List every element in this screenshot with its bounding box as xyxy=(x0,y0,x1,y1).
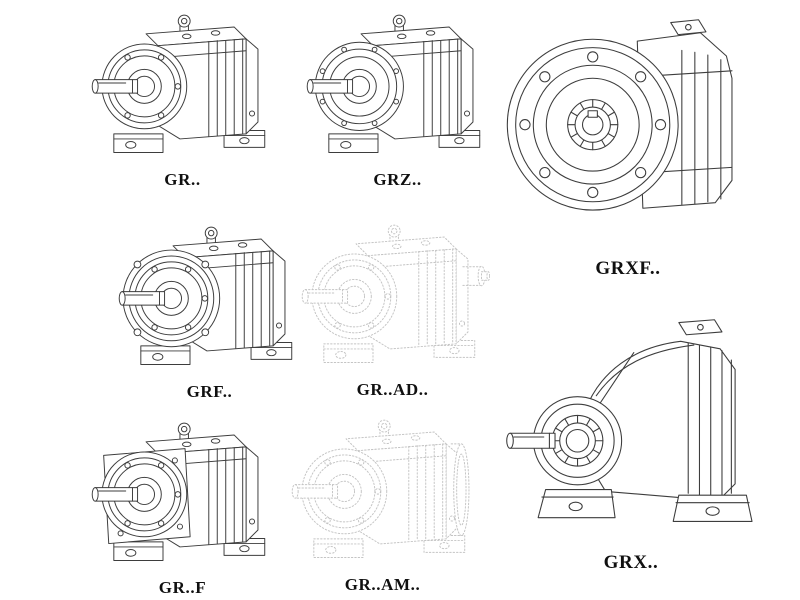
figure-grx: GRX.. xyxy=(495,300,767,574)
gr-gearbox-drawing xyxy=(91,14,266,153)
gr-am-gearbox-drawing xyxy=(291,419,470,558)
label-gr-ad: GR..AD.. xyxy=(356,380,429,399)
figure-grz: GRZ.. xyxy=(300,10,495,190)
label-gr-am: GR..AM.. xyxy=(344,575,421,594)
label-gr-f: GR..F xyxy=(158,578,207,597)
label-grf: GRF.. xyxy=(186,382,233,401)
grx-gearbox-drawing xyxy=(506,319,753,522)
output-shaft xyxy=(301,289,349,304)
gr-ad-gearbox-drawing xyxy=(301,224,490,363)
figure-gr-am: GR..AM.. xyxy=(285,415,480,595)
label-grx: GRX.. xyxy=(603,552,659,573)
output-shaft xyxy=(118,291,166,306)
output-shaft xyxy=(91,487,139,502)
grxf-gearbox-drawing xyxy=(506,19,733,211)
figure-gr: GR.. xyxy=(85,10,280,190)
figure-grf: GRF.. xyxy=(112,222,307,402)
output-shaft xyxy=(91,79,139,94)
output-shaft xyxy=(306,79,354,94)
figure-gr-ad: GR..AD.. xyxy=(295,220,490,400)
label-gr: GR.. xyxy=(164,170,201,189)
gr-f-gearbox-drawing xyxy=(91,422,266,561)
grz-gearbox-drawing xyxy=(306,14,481,153)
flange-gear-unit xyxy=(506,19,733,211)
label-grz: GRZ.. xyxy=(373,170,422,189)
label-grxf: GRXF.. xyxy=(595,258,661,279)
output-shaft xyxy=(291,484,339,499)
figure-gr-f: GR..F xyxy=(85,418,280,598)
figure-grxf: GRXF.. xyxy=(498,4,758,280)
grf-gearbox-drawing xyxy=(118,226,293,365)
large-gear-unit xyxy=(506,319,753,522)
